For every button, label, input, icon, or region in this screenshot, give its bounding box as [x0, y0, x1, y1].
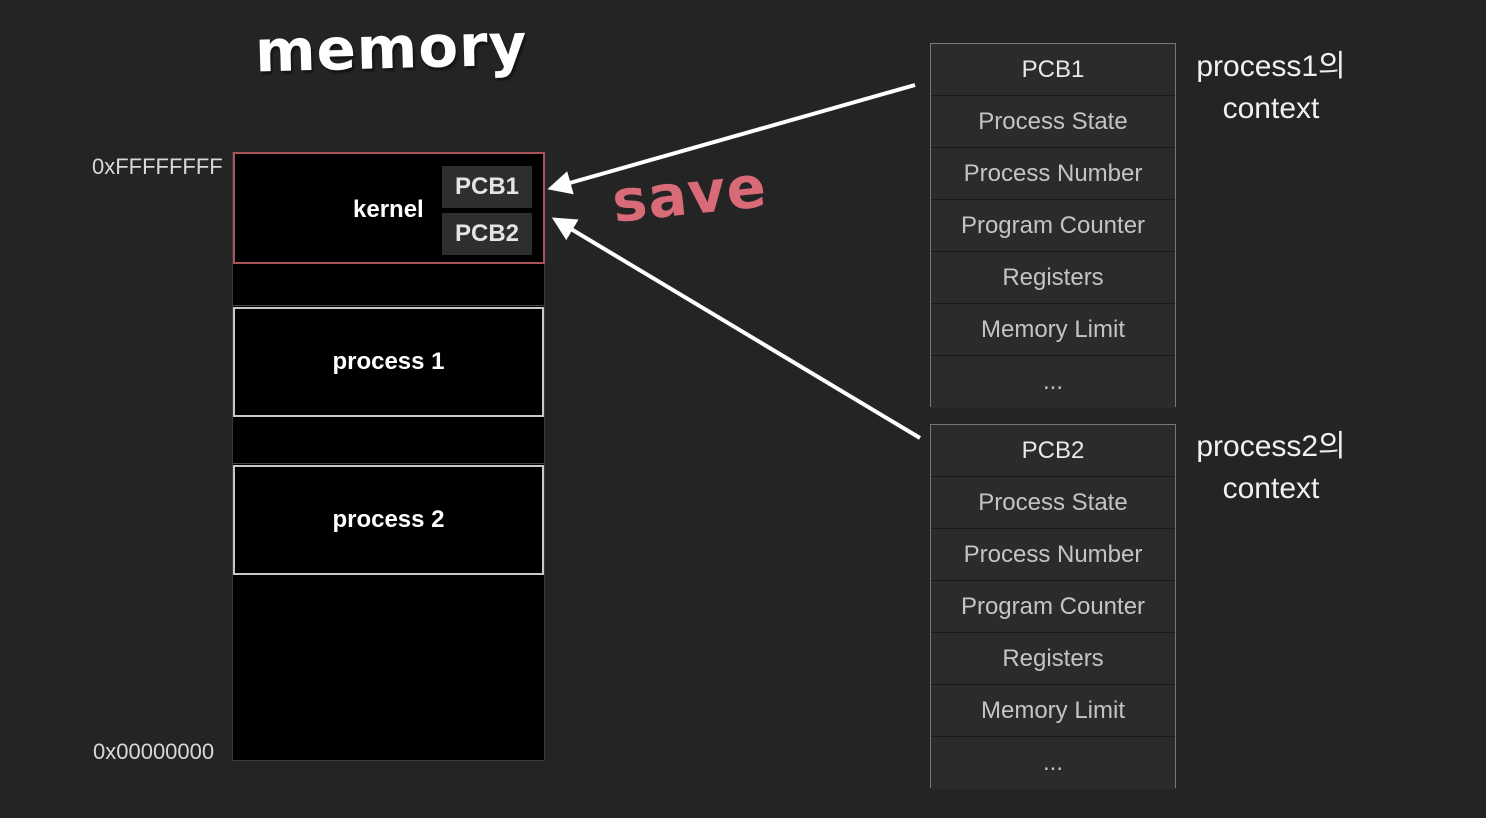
context-line: context: [1222, 92, 1320, 125]
process1-context-label: process1의 context: [1186, 46, 1356, 130]
save-label: save: [608, 152, 770, 236]
address-low: 0x00000000: [93, 739, 215, 764]
pcb1-table: PCB1 Process State Process Number Progra…: [930, 43, 1176, 408]
process1-region: process 1: [233, 307, 544, 417]
pcb2-table: PCB2 Process State Process Number Progra…: [930, 424, 1176, 789]
memory-divider: [233, 463, 544, 464]
pcb-row-registers: Registers: [931, 633, 1175, 685]
context-line: process1의: [1196, 50, 1346, 83]
pcb-row-ellipsis: ...: [931, 356, 1175, 408]
pcb-row-process-number: Process Number: [931, 529, 1175, 581]
process2-label: process 2: [332, 506, 445, 533]
pcb-row-process-number: Process Number: [931, 148, 1175, 200]
pcb-table-header: PCB1: [931, 44, 1175, 96]
process2-context-label: process2의 context: [1186, 426, 1356, 510]
kernel-region: kernel PCB1 PCB2: [233, 152, 545, 264]
kernel-pcb2: PCB2: [442, 213, 532, 255]
context-line: process2의: [1196, 430, 1346, 463]
context-line: context: [1222, 472, 1320, 505]
pcb-row-ellipsis: ...: [931, 737, 1175, 789]
kernel-label: kernel: [353, 196, 424, 223]
kernel-pcb1: PCB1: [442, 166, 532, 208]
process1-label: process 1: [332, 348, 445, 375]
arrow-pcb2-to-kernel: [551, 217, 922, 440]
pcb-row-memory-limit: Memory Limit: [931, 304, 1175, 356]
process2-region: process 2: [233, 465, 544, 575]
memory-title: memory: [254, 10, 529, 86]
pcb-row-process-state: Process State: [931, 96, 1175, 148]
pcb-row-program-counter: Program Counter: [931, 581, 1175, 633]
pcb-table-header: PCB2: [931, 425, 1175, 477]
pcb-row-program-counter: Program Counter: [931, 200, 1175, 252]
memory-divider: [233, 305, 544, 306]
pcb-row-memory-limit: Memory Limit: [931, 685, 1175, 737]
pcb-row-process-state: Process State: [931, 477, 1175, 529]
address-high: 0xFFFFFFFF: [92, 154, 223, 179]
pcb-row-registers: Registers: [931, 252, 1175, 304]
